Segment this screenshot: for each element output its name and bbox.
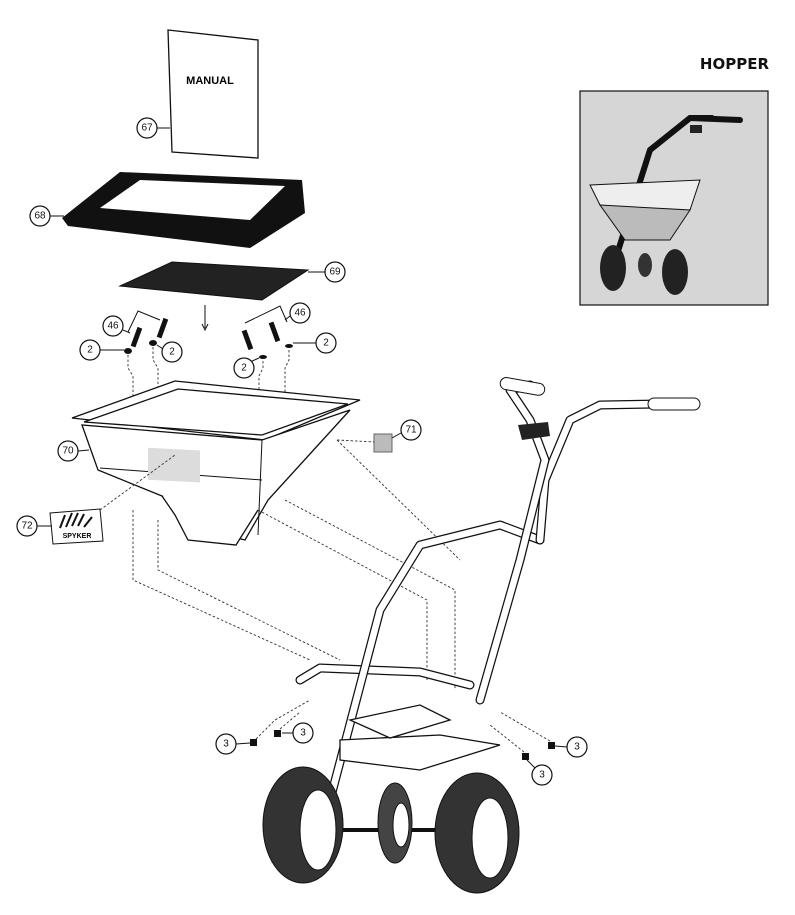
section-title: HOPPER (699, 55, 769, 73)
callout-3-a: 3 (215, 733, 251, 755)
logo-decal: SPYKER (49, 454, 176, 545)
callout-69: 69 (308, 261, 346, 283)
wheels (262, 766, 520, 894)
manual-label: MANUAL (186, 75, 234, 87)
callout-2-right-a: 2 (233, 357, 260, 379)
callout-70: 70 (57, 440, 90, 462)
manual-part: MANUAL (167, 29, 259, 159)
svg-text:67: 67 (141, 123, 153, 134)
hopper-lid-frame (62, 172, 305, 248)
svg-text:3: 3 (300, 728, 306, 739)
inset-overview-image (579, 90, 769, 306)
callout-46-left: 46 (102, 315, 131, 337)
svg-text:71: 71 (405, 425, 417, 436)
svg-text:3: 3 (223, 739, 229, 750)
svg-text:46: 46 (294, 308, 306, 319)
logo-text: SPYKER (63, 533, 92, 540)
callout-3-d: 3 (526, 759, 553, 786)
screen-grate (118, 261, 310, 332)
svg-text:70: 70 (62, 446, 74, 457)
svg-text:72: 72 (21, 521, 33, 532)
callout-46-right: 46 (284, 302, 311, 324)
svg-text:3: 3 (539, 770, 545, 781)
callout-2-left-a: 2 (79, 339, 124, 361)
svg-text:46: 46 (107, 321, 119, 332)
small-decal (373, 433, 393, 453)
svg-text:2: 2 (169, 347, 175, 358)
callout-3-b: 3 (282, 722, 314, 744)
svg-text:3: 3 (574, 742, 580, 753)
callout-68: 68 (29, 205, 64, 227)
svg-text:2: 2 (323, 338, 329, 349)
svg-text:2: 2 (241, 363, 247, 374)
svg-text:2: 2 (87, 345, 93, 356)
nuts (250, 699, 555, 760)
spreader-frame (295, 377, 701, 805)
svg-text:69: 69 (329, 267, 341, 278)
bolts-and-washers (124, 305, 293, 440)
callout-71: 71 (391, 419, 422, 441)
callout-3-c: 3 (554, 736, 588, 758)
callout-67: 67 (136, 117, 170, 139)
callout-72: 72 (16, 515, 52, 537)
callout-2-right-b: 2 (293, 332, 337, 354)
callout-2-left-b: 2 (156, 341, 183, 363)
svg-text:68: 68 (34, 211, 46, 222)
hopper-part (71, 380, 361, 546)
